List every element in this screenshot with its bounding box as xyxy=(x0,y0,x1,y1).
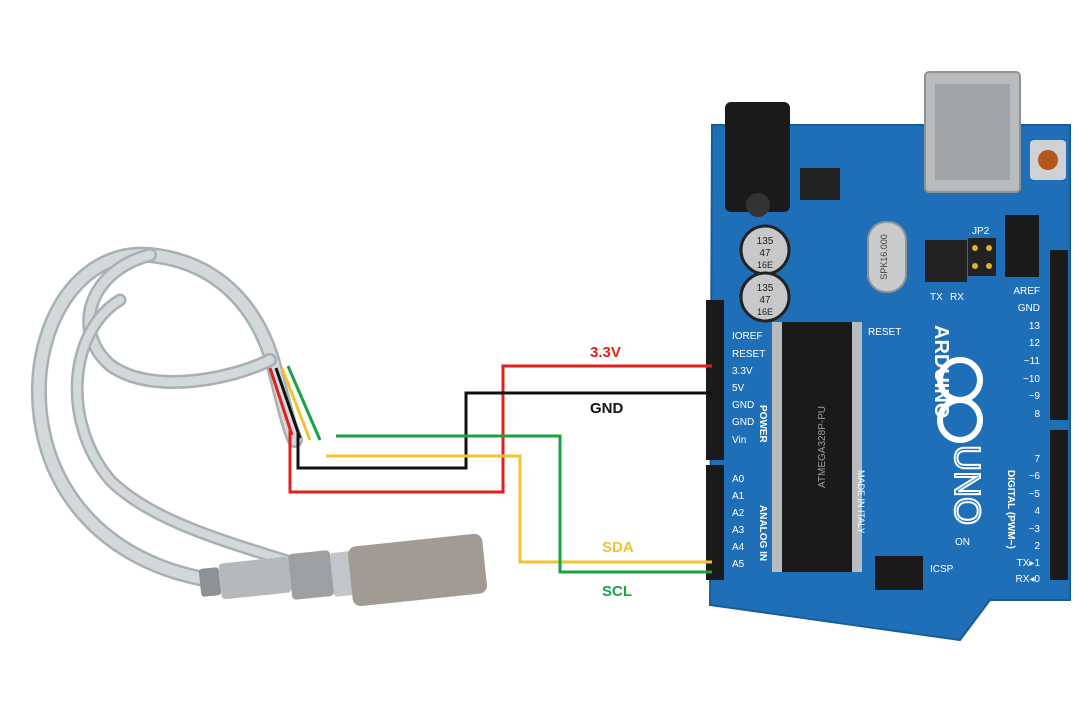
wire-labels: 3.3V GND SDA SCL xyxy=(590,344,634,600)
voltage-regulator xyxy=(800,168,840,200)
crystal-marking: SPK16.000 xyxy=(879,234,889,280)
digital-header-low xyxy=(1050,430,1068,580)
arduino-logo: ARDUINO UNO MADE IN ITALY xyxy=(856,325,989,534)
pin-label: Vin xyxy=(732,435,746,446)
capacitor-marking: 47 xyxy=(759,248,771,259)
pin-label: IOREF xyxy=(732,331,763,342)
chip-socket-right xyxy=(852,322,862,572)
pin-label: ~9 xyxy=(1029,391,1041,402)
sensor-filter-cap xyxy=(348,533,487,607)
usb-controller-chip xyxy=(925,240,967,282)
pin-label: A2 xyxy=(732,508,745,519)
capacitors: 135 47 16E 135 47 16E xyxy=(739,224,791,323)
pin-label: ~10 xyxy=(1023,374,1040,385)
pin-label: GND xyxy=(1018,303,1040,314)
vcc-label: 3.3V xyxy=(590,344,621,361)
capacitor-marking: 16E xyxy=(757,260,773,270)
analog-header xyxy=(706,465,724,580)
pin-label: A5 xyxy=(732,559,745,570)
icsp-label: ICSP xyxy=(930,564,954,575)
wire-sda xyxy=(326,454,712,564)
power-title: POWER xyxy=(757,405,768,444)
crystal xyxy=(867,221,907,293)
scl-label: SCL xyxy=(602,583,632,600)
capacitor-marking: 135 xyxy=(757,283,774,294)
chip-socket-left xyxy=(772,322,782,572)
analog-title: ANALOG IN xyxy=(757,505,768,561)
icsp-header xyxy=(875,556,923,590)
pin-label: GND xyxy=(732,400,754,411)
pin-label: A1 xyxy=(732,491,745,502)
pin-label: RX◂0 xyxy=(1016,574,1041,585)
wire-3v3 xyxy=(288,364,712,494)
jp2-label: JP2 xyxy=(972,226,990,237)
tx-label: TX xyxy=(930,292,943,303)
capacitor-marking: 47 xyxy=(759,295,771,306)
made-in-text: MADE IN ITALY xyxy=(856,470,866,534)
wire-scl xyxy=(336,434,712,574)
sda-label: SDA xyxy=(602,539,634,556)
wire-gnd xyxy=(296,391,712,470)
wires xyxy=(288,364,712,574)
pin-label: 3.3V xyxy=(732,366,753,377)
sensor-probe xyxy=(198,533,487,607)
power-header xyxy=(706,300,724,460)
pin-label: 5V xyxy=(732,383,745,394)
pin-label: 13 xyxy=(1029,321,1041,332)
pin-label: AREF xyxy=(1013,286,1040,297)
pin-label: 12 xyxy=(1029,338,1041,349)
gnd-label: GND xyxy=(590,400,624,417)
dc-jack xyxy=(725,102,790,212)
pin-label: A3 xyxy=(732,525,745,536)
jp2-header: JP2 xyxy=(968,226,996,276)
pin-label: GND xyxy=(732,417,754,428)
capacitor-marking: 16E xyxy=(757,307,773,317)
pin-label: 4 xyxy=(1034,506,1040,517)
atmega-chip xyxy=(782,322,852,572)
capacitor-marking: 135 xyxy=(757,236,774,247)
reset-label: RESET xyxy=(868,327,901,338)
rx-label: RX xyxy=(950,292,964,303)
brand-text: ARDUINO xyxy=(930,325,952,418)
pin-label: A4 xyxy=(732,542,745,553)
pin-label: RESET xyxy=(732,349,765,360)
icsp-top-header xyxy=(1005,215,1039,277)
chip-marking: ATMEGA328P-PU xyxy=(817,406,828,488)
digital-title: DIGITAL (PWM~) xyxy=(1005,470,1016,549)
digital-header-high xyxy=(1050,250,1068,420)
arduino-board: 135 47 16E 135 47 16E SPK16.000 JP2 ATME… xyxy=(706,71,1071,642)
pin-label: 8 xyxy=(1034,409,1040,420)
pin-label: A0 xyxy=(732,474,745,485)
sensor-wire-ends xyxy=(268,365,322,441)
pin-label: ~11 xyxy=(1024,356,1041,367)
sensor xyxy=(31,246,487,607)
pin-label: TX▸1 xyxy=(1017,558,1041,569)
model-text: UNO xyxy=(947,445,988,525)
pin-label: 7 xyxy=(1034,454,1040,465)
pin-label: ~3 xyxy=(1029,524,1041,535)
analog-pin-labels: A0 A1 A2 A3 A4 A5 ANALOG IN xyxy=(732,474,768,570)
pin-label: ~6 xyxy=(1029,471,1041,482)
digital-pin-labels: AREF GND 13 12 ~11 ~10 ~9 8 7 ~6 ~5 4 ~3… xyxy=(1005,286,1040,585)
power-pin-labels: IOREF RESET 3.3V 5V GND GND Vin POWER xyxy=(732,331,768,446)
pin-label: 2 xyxy=(1034,541,1040,552)
pin-label: ~5 xyxy=(1029,489,1041,500)
on-label: ON xyxy=(955,537,970,548)
